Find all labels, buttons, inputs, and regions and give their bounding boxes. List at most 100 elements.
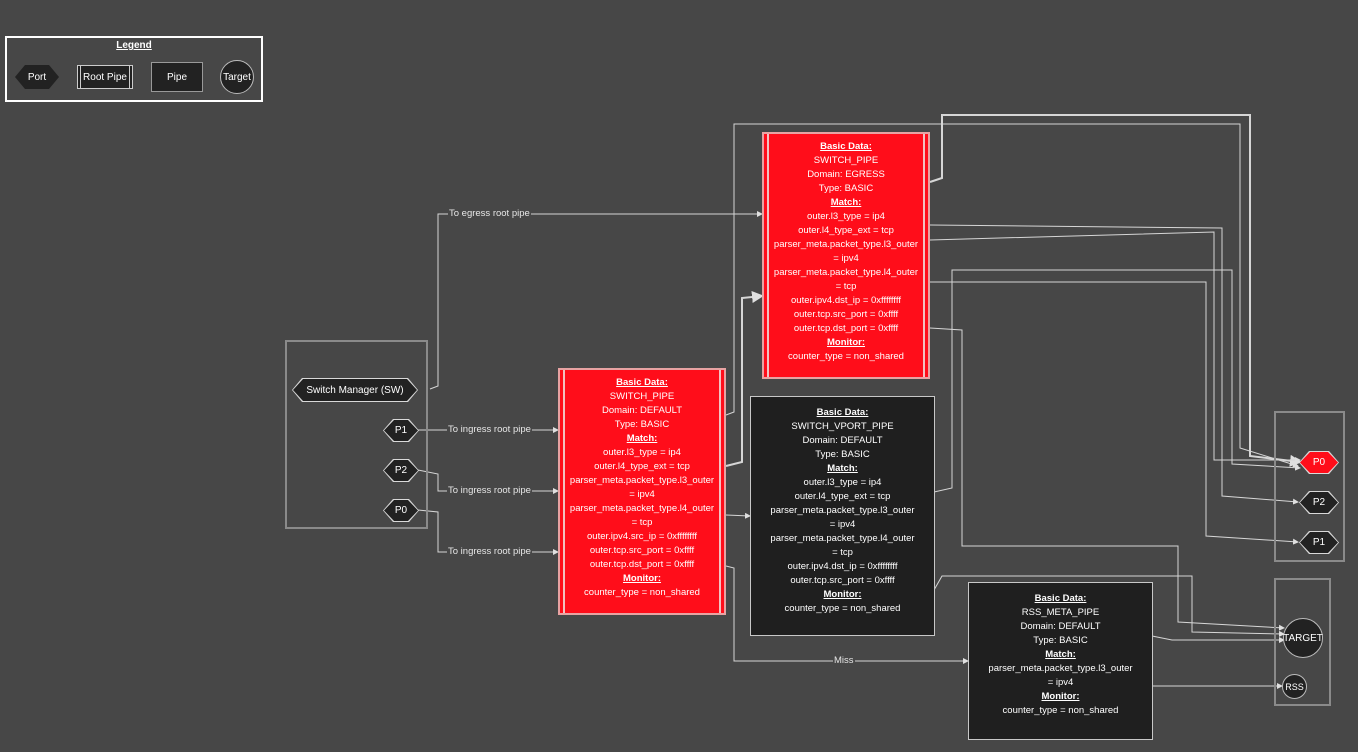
port-out-p2[interactable]: P2 [1299, 491, 1339, 514]
edge-label-ingress-p1: To ingress root pipe [447, 424, 532, 436]
pipe-field: Domain: DEFAULT [802, 435, 883, 446]
input-ports-group [285, 340, 428, 529]
pipe-field: parser_meta.packet_type.l3_outer [770, 505, 915, 516]
legend-box: Legend Port Root Pipe Pipe Target [5, 36, 263, 102]
pipe-section-header: Monitor: [623, 573, 661, 584]
pipe-field: outer.tcp.src_port = 0xffff [793, 309, 899, 320]
legend-port-label: Port [27, 71, 47, 83]
pipe-switch-egress[interactable]: Basic Data: SWITCH_PIPE Domain: EGRESS Type… [762, 132, 930, 379]
pipe-field: outer.l4_type_ext = tcp [798, 225, 894, 236]
pipe-field: parser_meta.packet_type.l3_outer [569, 475, 715, 486]
pipe-field: SWITCH_PIPE [609, 391, 675, 402]
edge-egress-p0-b [929, 231, 1301, 463]
rss-node-label: RSS [1285, 681, 1304, 692]
legend-pipe-label: Pipe [166, 71, 187, 83]
pipe-section-header: Match: [830, 197, 862, 208]
port-in-p1[interactable]: P1 [383, 419, 419, 442]
legend-root-pipe-label: Root Pipe [83, 71, 127, 83]
pipe-field: = ipv4 [1047, 677, 1074, 688]
pipe-field: counter_type = non_shared [784, 603, 901, 614]
pipe-field: outer.tcp.dst_port = 0xffff [589, 559, 695, 570]
pipe-field: outer.tcp.src_port = 0xffff [589, 545, 695, 556]
pipe-switch-vport[interactable]: Basic Data: SWITCH_VPORT_PIPE Domain: DEFA… [750, 396, 935, 636]
legend-port: Port [15, 65, 59, 89]
rss-node[interactable]: RSS [1282, 674, 1307, 699]
pipe-field: outer.tcp.src_port = 0xffff [790, 575, 895, 586]
edge-egress-p0 [929, 114, 1302, 467]
port-out-p1[interactable]: P1 [1299, 531, 1339, 554]
edge-ingress-egress [725, 291, 764, 467]
legend-title: Legend [116, 40, 152, 51]
pipe-field: outer.ipv4.src_ip = 0xffffffff [587, 531, 697, 542]
pipe-section-header: Monitor: [823, 589, 862, 600]
port-out-p1-label: P1 [1300, 532, 1338, 553]
pipe-field: outer.ipv4.dst_ip = 0xffffffff [787, 561, 898, 572]
port-in-p0-label: P0 [384, 500, 418, 521]
pipe-section-header: Basic Data: [820, 141, 872, 152]
edge-rss-target [1151, 635, 1285, 643]
pipe-field: counter_type = non_shared [788, 351, 904, 362]
targets-group [1274, 578, 1331, 706]
edge-egress-target [929, 327, 1285, 631]
pipe-field: = tcp [835, 281, 857, 292]
pipe-field: RSS_META_PIPE [1021, 607, 1100, 618]
legend-pipe: Pipe [151, 62, 203, 92]
legend-root-pipe: Root Pipe [77, 65, 133, 89]
legend-target: Target [220, 60, 254, 94]
pipe-rss-meta[interactable]: Basic Data: RSS_META_PIPE Domain: DEFAULT T… [968, 582, 1153, 740]
edge-sw-egress [429, 211, 763, 390]
port-switch-manager[interactable]: Switch Manager (SW) [292, 378, 418, 402]
pipe-section-header: Match: [1045, 649, 1076, 660]
pipe-section-header: Monitor: [827, 337, 865, 348]
pipe-section-header: Match: [827, 463, 858, 474]
pipe-section-header: Basic Data: [816, 407, 869, 418]
pipe-field: counter_type = non_shared [584, 587, 700, 598]
pipe-section-header: Basic Data: [1034, 593, 1087, 604]
pipe-field: SWITCH_PIPE [813, 155, 879, 166]
pipe-field: outer.tcp.dst_port = 0xffff [793, 323, 899, 334]
pipe-field: outer.l3_type = ip4 [603, 447, 681, 458]
pipe-field: parser_meta.packet_type.l3_outer [773, 239, 919, 250]
pipe-field: = ipv4 [629, 489, 655, 500]
port-in-p1-label: P1 [384, 420, 418, 441]
port-out-p2-label: P2 [1300, 492, 1338, 513]
pipe-field: Type: BASIC [1033, 635, 1088, 646]
pipe-field: Type: BASIC [614, 419, 670, 430]
legend-target-label: Target [223, 71, 251, 83]
pipe-field: outer.l4_type_ext = tcp [794, 491, 891, 502]
port-out-p0[interactable]: P0 [1299, 451, 1339, 474]
port-in-p0[interactable]: P0 [383, 499, 419, 522]
edge-egress-p1 [930, 281, 1299, 545]
pipe-section-header: Basic Data: [616, 377, 668, 388]
edge-label-miss: Miss [833, 655, 855, 667]
pipe-field: = tcp [832, 547, 853, 558]
edge-label-ingress-p2: To ingress root pipe [447, 485, 532, 497]
pipe-field: parser_meta.packet_type.l4_outer [770, 533, 915, 544]
pipe-field: outer.l3_type = ip4 [803, 477, 882, 488]
edge-egress-p2 [929, 224, 1299, 505]
pipe-field: counter_type = non_shared [1002, 705, 1119, 716]
pipe-section-header: Match: [626, 433, 658, 444]
pipe-field: Type: BASIC [818, 183, 874, 194]
edge-label-egress: To egress root pipe [448, 208, 531, 220]
pipe-section-header: Monitor: [1041, 691, 1080, 702]
port-out-p0-label: P0 [1300, 452, 1338, 473]
pipe-field: Domain: DEFAULT [1020, 621, 1101, 632]
pipe-field: parser_meta.packet_type.l4_outer [569, 503, 715, 514]
target-node[interactable]: TARGET [1283, 618, 1323, 658]
pipe-field: Domain: EGRESS [807, 169, 885, 180]
target-node-label: TARGET [1283, 632, 1323, 644]
port-in-p2[interactable]: P2 [383, 459, 419, 482]
edge-ingress-vport [725, 512, 751, 519]
output-ports-group [1274, 411, 1345, 562]
pipe-field: outer.l3_type = ip4 [807, 211, 885, 222]
pipe-field: SWITCH_VPORT_PIPE [791, 421, 894, 432]
pipe-field: outer.l4_type_ext = tcp [594, 461, 690, 472]
port-switch-manager-label: Switch Manager (SW) [293, 379, 417, 401]
pipe-field: Type: BASIC [815, 449, 870, 460]
edge-vport-target [933, 575, 1285, 637]
edge-vport-p0 [933, 269, 1301, 493]
pipe-field: = tcp [631, 517, 653, 528]
